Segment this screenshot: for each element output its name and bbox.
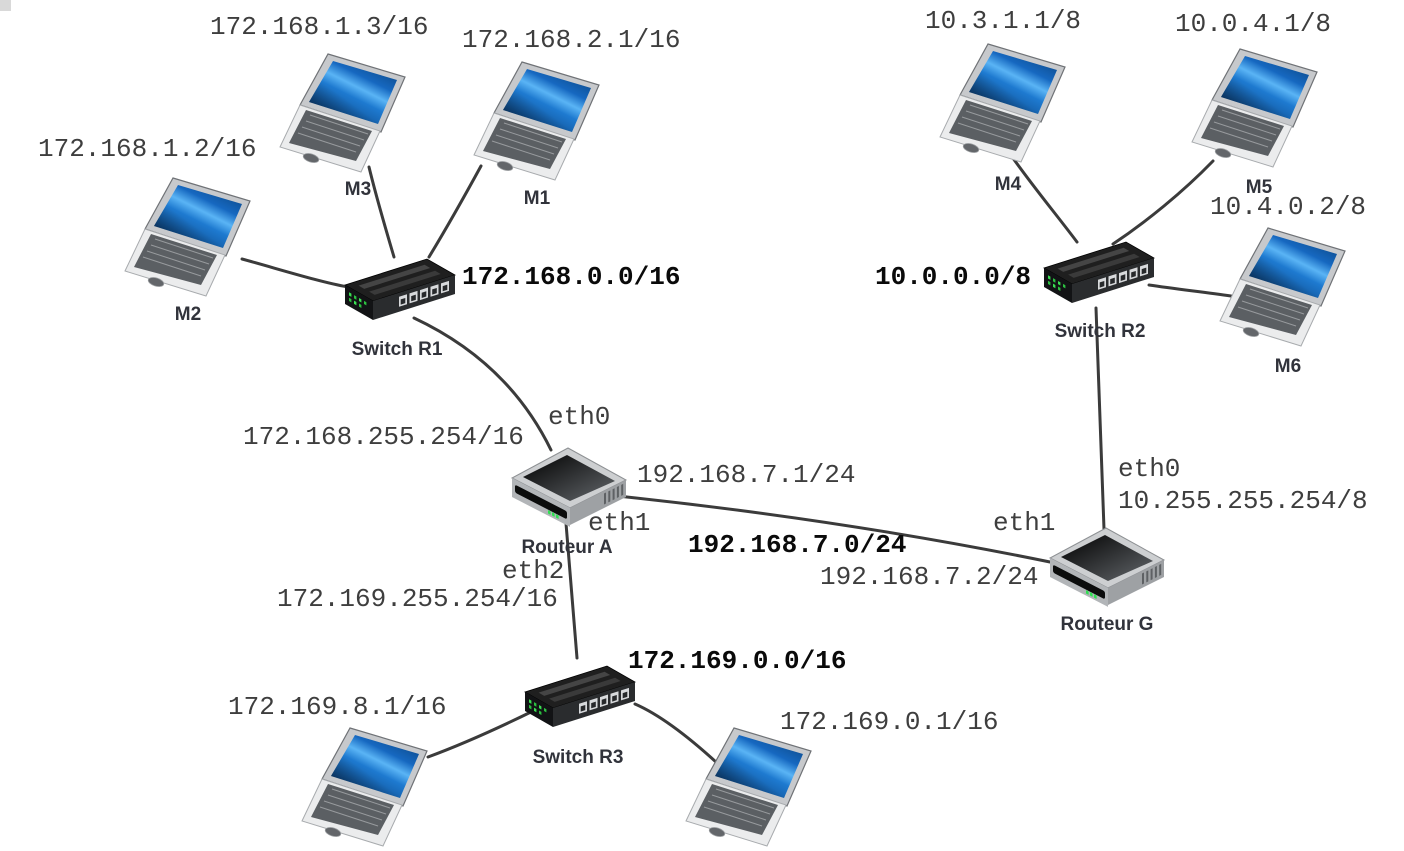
laptop-icon bbox=[1219, 227, 1346, 347]
link-router-a-eth1-router-g-eth1 bbox=[606, 493, 1052, 564]
label-m6: M6 bbox=[1274, 356, 1302, 377]
laptop-icon bbox=[301, 727, 428, 847]
router-a-eth1-ip: 192.168.7.1/24 bbox=[637, 460, 856, 490]
laptop-icon bbox=[1191, 48, 1318, 168]
router-g-eth0-ip: 10.255.255.254/8 bbox=[1118, 486, 1368, 516]
switch-r1 bbox=[339, 247, 459, 339]
link-m3-switch-r1 bbox=[367, 165, 396, 259]
switch-icon bbox=[524, 665, 636, 728]
host-m1 bbox=[472, 60, 606, 182]
label-m1: M1 bbox=[523, 188, 551, 209]
ip-host8: 172.169.0.1/16 bbox=[780, 707, 999, 737]
host-8 bbox=[684, 726, 818, 848]
link-switch-r1-router-a-eth0 bbox=[412, 316, 553, 452]
host-m6 bbox=[1218, 226, 1352, 348]
switch-icon bbox=[344, 258, 456, 321]
router-a-eth2-ip: 172.169.255.254/16 bbox=[277, 584, 558, 614]
label-m3: M3 bbox=[344, 179, 372, 200]
router-g bbox=[1042, 524, 1170, 616]
label-switch-r2: Switch R2 bbox=[1054, 321, 1146, 342]
label-m2: M2 bbox=[174, 304, 202, 325]
laptop-icon bbox=[939, 43, 1066, 163]
network-link-ag: 192.168.7.0/24 bbox=[688, 530, 907, 560]
ip-host7: 172.169.8.1/16 bbox=[228, 692, 447, 722]
switch-r3 bbox=[519, 654, 639, 746]
switch-icon bbox=[1043, 241, 1155, 304]
host-m3 bbox=[278, 52, 412, 174]
laptop-icon bbox=[473, 61, 600, 181]
router-g-eth1-label: eth1 bbox=[993, 508, 1056, 538]
label-router-a: Routeur A bbox=[521, 537, 613, 558]
host-m2 bbox=[123, 176, 257, 298]
link-router-a-eth2-switch-r3 bbox=[563, 509, 579, 660]
ip-m2: 172.168.1.2/16 bbox=[38, 134, 257, 164]
router-a-eth0-label: eth0 bbox=[548, 402, 611, 432]
ip-m4: 10.3.1.1/8 bbox=[925, 6, 1082, 36]
router-a-eth0-ip: 172.168.255.254/16 bbox=[243, 422, 524, 452]
router-icon bbox=[1049, 527, 1165, 608]
label-m5: M5 bbox=[1245, 177, 1273, 198]
host-m4 bbox=[938, 42, 1072, 164]
link-switch-r3-host7 bbox=[426, 709, 535, 759]
link-m1-switch-r1 bbox=[427, 164, 483, 259]
label-router-g: Routeur G bbox=[1060, 614, 1154, 635]
link-m6-switch-r2 bbox=[1147, 283, 1233, 298]
router-a-eth1-label: eth1 bbox=[588, 508, 651, 538]
link-m2-switch-r1 bbox=[240, 257, 350, 289]
network-lan-r1: 172.168.0.0/16 bbox=[462, 262, 681, 292]
ip-m5: 10.0.4.1/8 bbox=[1175, 9, 1332, 39]
router-a-eth2-label: eth2 bbox=[502, 556, 565, 586]
router-g-eth1-ip: 192.168.7.2/24 bbox=[820, 562, 1039, 592]
laptop-icon bbox=[685, 727, 812, 847]
network-lan-r3: 172.169.0.0/16 bbox=[628, 646, 847, 676]
link-m4-switch-r2 bbox=[1006, 149, 1079, 244]
label-switch-r3: Switch R3 bbox=[532, 747, 624, 768]
host-7 bbox=[300, 726, 434, 848]
router-g-eth0-label: eth0 bbox=[1118, 454, 1181, 484]
ip-m3: 172.168.1.3/16 bbox=[210, 12, 429, 42]
link-switch-r2-router-g-eth0 bbox=[1094, 306, 1106, 531]
host-m5 bbox=[1190, 47, 1324, 169]
link-m5-switch-r2 bbox=[1111, 159, 1215, 246]
corner-artifact bbox=[0, 0, 11, 11]
laptop-icon bbox=[124, 177, 251, 297]
laptop-icon bbox=[279, 53, 406, 173]
label-switch-r1: Switch R1 bbox=[351, 339, 443, 360]
ip-m1: 172.168.2.1/16 bbox=[462, 25, 681, 55]
label-m4: M4 bbox=[994, 174, 1022, 195]
ip-m6: 10.4.0.2/8 bbox=[1210, 192, 1367, 222]
switch-r2 bbox=[1038, 230, 1158, 322]
network-lan-r2: 10.0.0.0/8 bbox=[875, 262, 1032, 292]
